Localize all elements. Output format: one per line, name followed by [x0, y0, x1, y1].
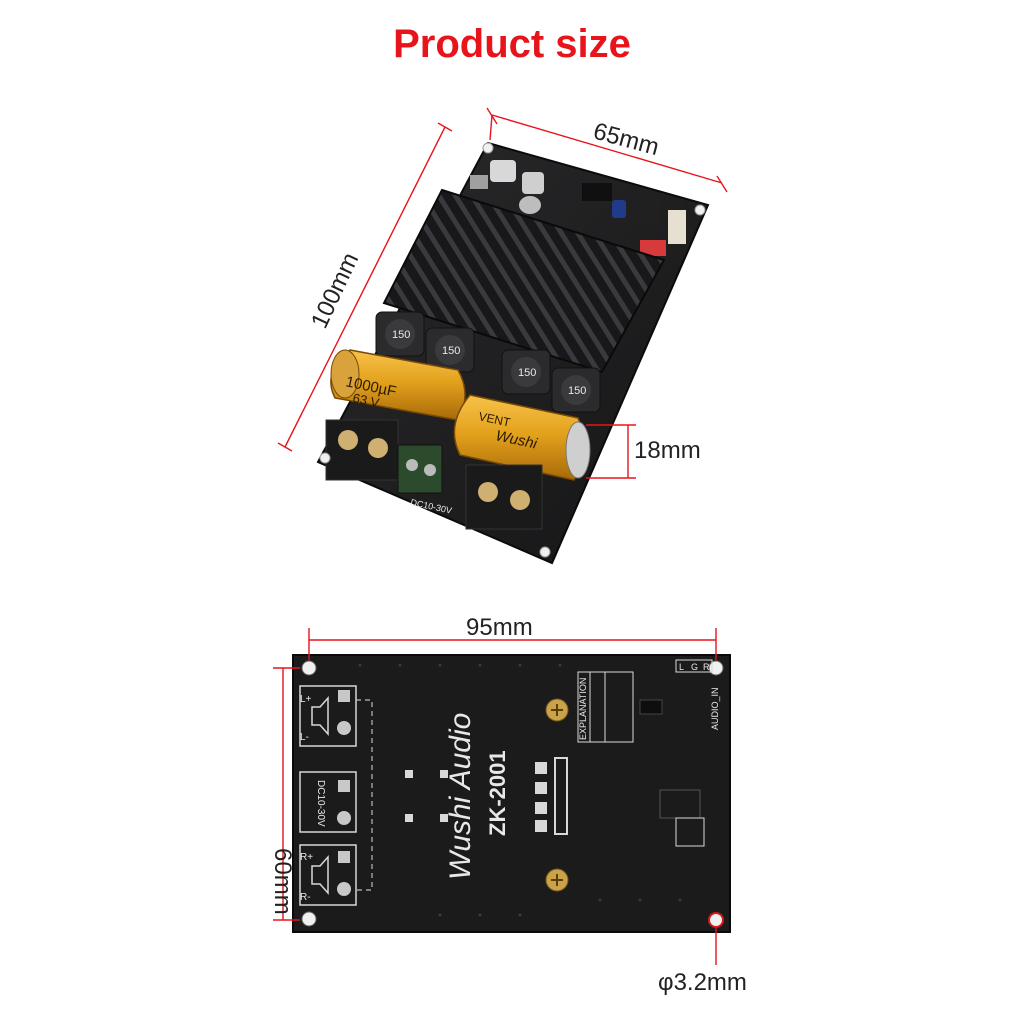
channel-r: R	[703, 662, 710, 672]
power-block: DC10-30V	[299, 771, 357, 833]
speaker-right-pos: R+	[300, 852, 313, 863]
speaker-right-neg: R-	[300, 892, 311, 903]
board-top-view: 150 150 150 150 1000µF 63 V VENT Wushi	[316, 141, 710, 565]
dim-label-60mm: 60mm	[269, 848, 296, 915]
heatsink	[382, 188, 666, 374]
channel-label-box: L G R	[675, 659, 713, 673]
inductor-label-1: 150	[392, 329, 410, 341]
model-number: ZK-2001	[485, 750, 510, 836]
dim-bottom-width	[308, 628, 717, 660]
dim-height	[586, 424, 636, 479]
dim-label-95mm: 95mm	[466, 614, 533, 641]
top-components	[470, 160, 686, 256]
explanation-label: EXPLANATION	[578, 678, 588, 740]
dim-label-100mm: 100mm	[306, 249, 364, 333]
dim-label-hole: φ3.2mm	[658, 969, 747, 996]
speaker-left-pos: L+	[300, 694, 312, 705]
capacitor-right: VENT Wushi	[453, 394, 591, 481]
explanation-table: EXPLANATION	[577, 671, 634, 743]
brand-logo: Wushi Audio	[444, 713, 477, 880]
dim-bottom-height	[273, 667, 300, 921]
capacitor-left-voltage: 63 V	[351, 390, 381, 410]
inductors: 150 150 150 150	[375, 311, 601, 413]
speaker-right-block: R+ R-	[299, 844, 357, 906]
capacitor-right-label: VENT	[477, 409, 512, 429]
dim-top-length	[277, 122, 453, 452]
speaker-left-neg: L-	[300, 732, 309, 743]
inductor-label-3: 150	[518, 367, 536, 379]
dim-top-width	[486, 107, 728, 193]
channel-l: L	[679, 662, 684, 672]
dim-label-18mm: 18mm	[634, 437, 701, 464]
bottom-power-label: DC10-30V	[315, 780, 326, 827]
screws	[545, 698, 569, 892]
inductor-label-2: 150	[442, 345, 460, 357]
board-bottom-view: L+ L- DC10-30V R+ R- Wushi Audio ZK-2001	[292, 654, 731, 933]
inductor-label-4: 150	[568, 385, 586, 397]
channel-g: G	[691, 662, 698, 672]
page-title: Product size	[393, 22, 631, 66]
audio-in-label: AUDIO_IN	[710, 687, 720, 730]
solder-pads	[405, 757, 568, 835]
speaker-left-block: L+ L-	[299, 685, 357, 747]
